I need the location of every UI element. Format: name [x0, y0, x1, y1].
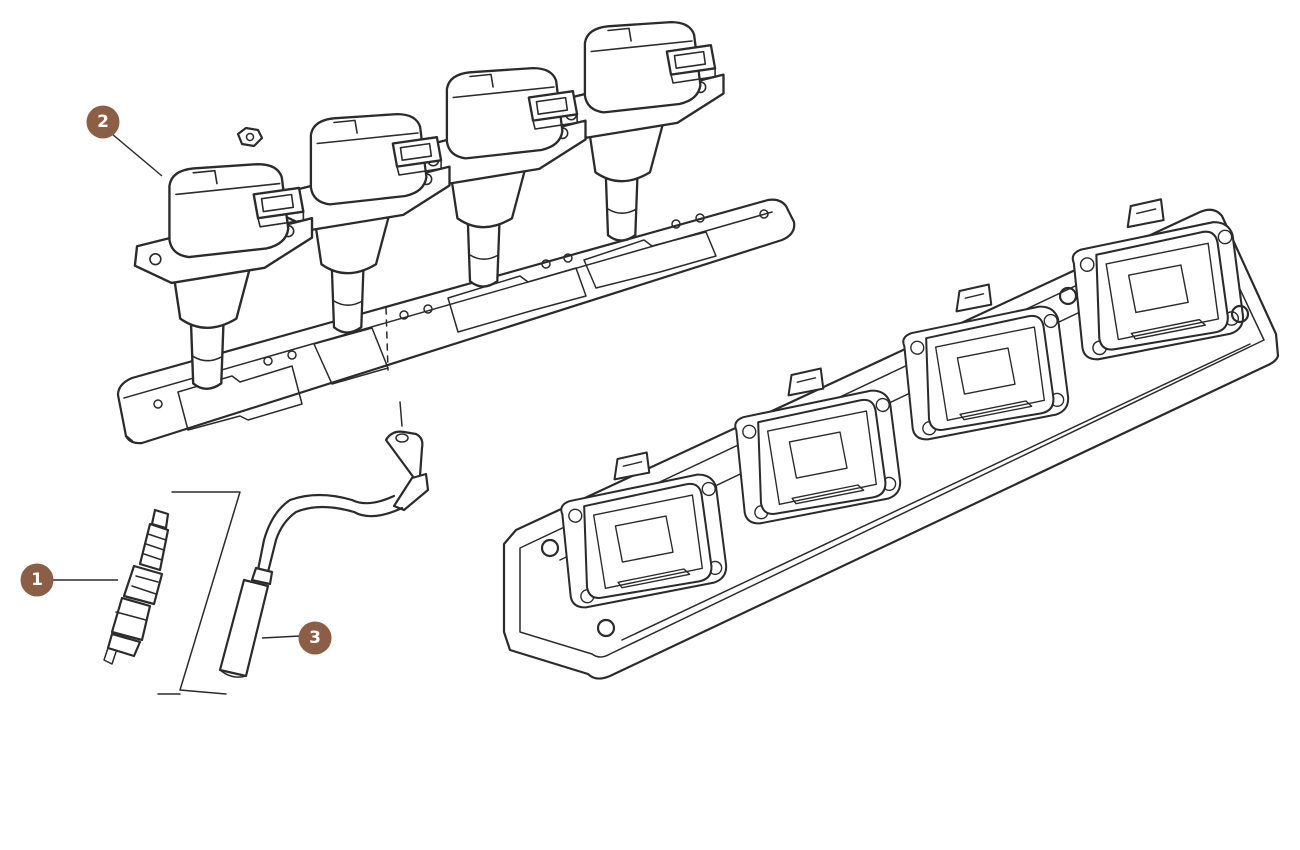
spark-plug-icon	[103, 508, 170, 665]
callout-2[interactable]: 2	[86, 105, 163, 177]
coil-rail-assembly	[116, 20, 796, 445]
callout-3-bubble	[298, 621, 332, 655]
group-bracket	[157, 491, 241, 695]
callout-1-label: 1	[31, 570, 43, 590]
callout-3-label: 3	[309, 628, 321, 648]
callout-1[interactable]: 1	[20, 563, 119, 597]
callout-2-bubble	[86, 105, 120, 139]
coil-cover-icon	[502, 195, 1280, 680]
callout-1-bubble	[20, 563, 54, 597]
rail-plate	[116, 198, 796, 445]
nut	[236, 126, 264, 148]
ht-lead-icon	[218, 430, 430, 678]
callout-3[interactable]: 3	[261, 621, 332, 655]
callout-2-label: 2	[97, 112, 109, 132]
